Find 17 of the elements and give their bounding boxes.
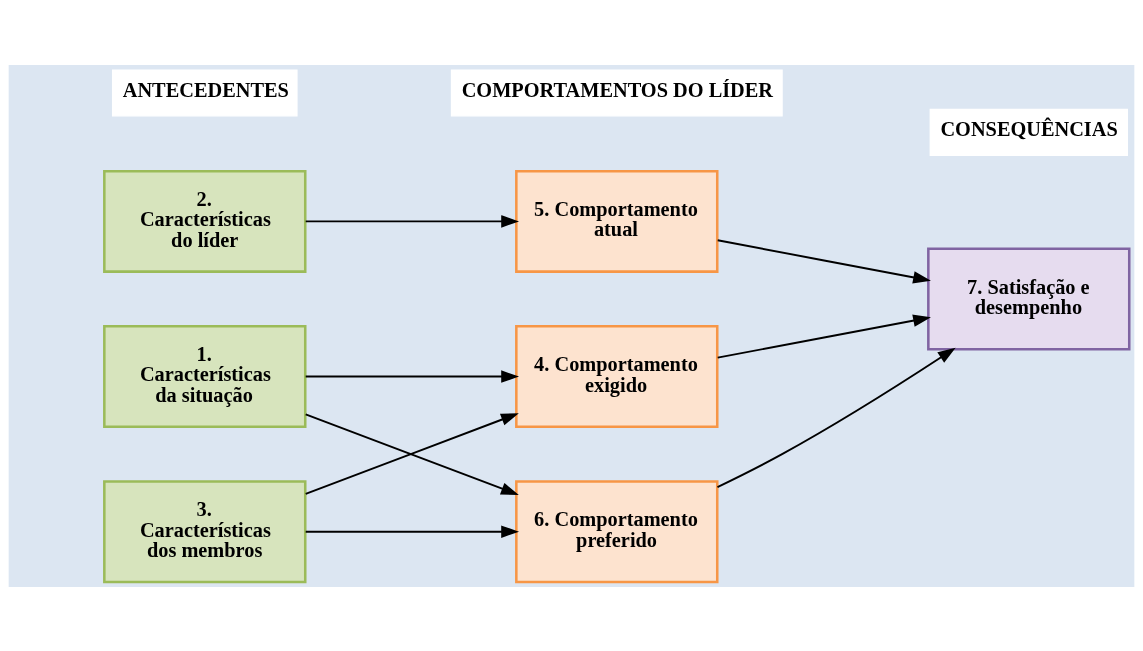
label: CONSEQUÊNCIAS [940, 117, 1118, 140]
arrow [304, 524, 520, 538]
node-box: 4. Comportamento exigido [515, 324, 719, 428]
label: COMPORTAMENTOS DO LÍDER [461, 78, 774, 101]
node-box: 7. Satisfação e desempenho [927, 247, 1131, 350]
arrow [304, 369, 520, 383]
node-box: 1. Características da situação [103, 324, 307, 428]
arrow [304, 214, 520, 228]
node-box: 6. Comportamento preferido [515, 479, 719, 583]
label: ANTECEDENTES [122, 78, 289, 101]
node-box: 5. Comportamento atual [515, 169, 719, 273]
node-box: 2. Características do líder [103, 169, 307, 273]
arrow [716, 347, 956, 488]
arrow [716, 313, 931, 359]
node-box: 3. Características dos membros [103, 479, 307, 583]
arrow [716, 238, 931, 283]
arrow [304, 412, 519, 495]
